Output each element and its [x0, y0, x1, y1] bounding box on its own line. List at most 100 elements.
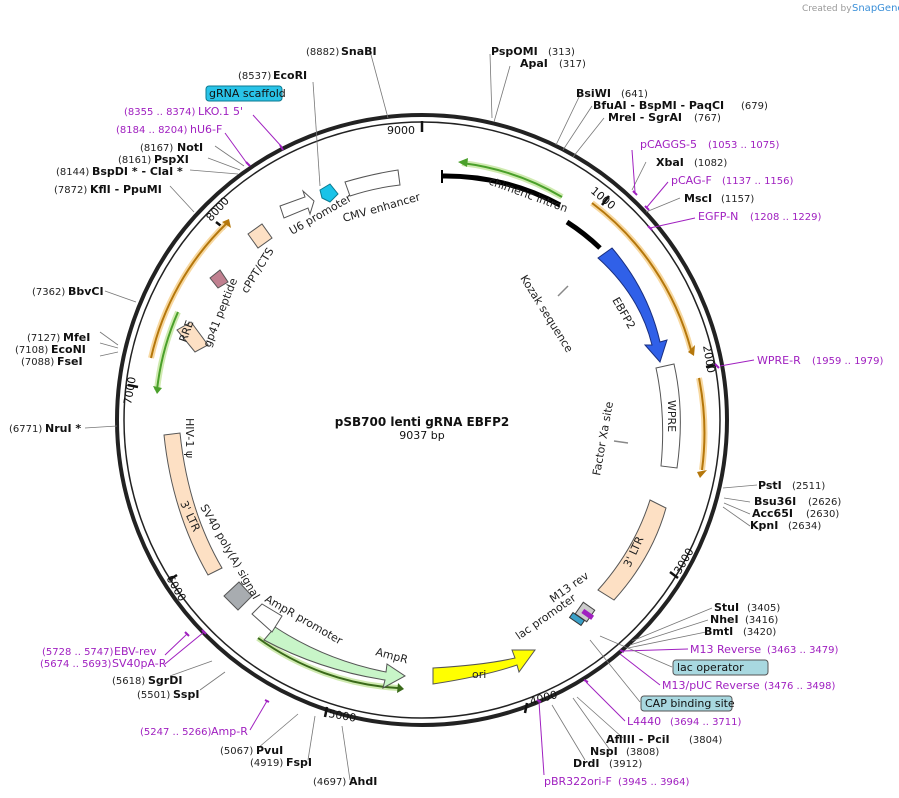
lac-operator-box-label: lac operator	[677, 661, 744, 674]
site-pvui-pos: (5067)	[220, 746, 253, 757]
lko1-leader	[252, 114, 282, 147]
site-sgrdi-name: SgrDI	[148, 674, 182, 687]
orf-arc-orange-right-halo	[590, 200, 694, 351]
primer-pbr322orif-name: pBR322ori-F	[544, 775, 612, 788]
site-mrei-pos: (767)	[694, 113, 721, 124]
created-by-text: Created by	[802, 4, 852, 14]
lac-promoter-label: lac promoter	[513, 591, 579, 642]
primer-l4440-range: (3694 .. 3711)	[670, 717, 742, 728]
ori-label: ori	[472, 668, 486, 681]
site-nrui-name: NruI *	[45, 422, 81, 435]
cppt-cts-feature	[247, 223, 273, 249]
site-bfuai-name: BfuAI - BspMI - PaqCI	[593, 99, 724, 112]
primer-pcagf-name: pCAG-F	[671, 174, 712, 187]
ampr-primer-leader	[249, 700, 268, 731]
site-sspi-pos: (5501)	[137, 690, 170, 701]
site-nrui-pos: (6771)	[9, 424, 42, 435]
cap-binding-site-box	[640, 695, 733, 712]
orf-arc-orange-small	[698, 377, 706, 471]
site-drdi-pos: (3912)	[609, 759, 642, 770]
site-pvui-name: PvuI	[256, 744, 283, 757]
lac-operator-leader	[599, 635, 673, 668]
primer-egfpn-name: EGFP-N	[698, 210, 738, 223]
orf-arrowhead-orange-left	[222, 219, 231, 228]
primer-hu6f-range: (8184 .. 8204)	[116, 125, 188, 136]
site-bfuai-pos: (679)	[741, 101, 768, 112]
site-bmti-name: BmtI	[704, 625, 733, 638]
site-mfei-pos: (7127)	[27, 333, 60, 344]
orf-arrowhead-orange-small	[697, 470, 707, 478]
site-noti-pos: (8167)	[140, 143, 173, 154]
orf-arc-green-top	[461, 162, 563, 198]
site-acc65i-pos: (2630)	[806, 509, 839, 520]
ltr-right-feature	[597, 499, 667, 601]
grna-scaffold-box-label: gRNA scaffold	[209, 87, 286, 100]
site-ecori-pos: (8537)	[238, 71, 271, 82]
pcagf-leader	[646, 181, 669, 208]
site-stui-name: StuI	[714, 601, 739, 614]
primer-egfpn-range: (1208 .. 1229)	[750, 212, 822, 223]
site-kpni-pos: (2634)	[788, 521, 821, 532]
primer-sv40par-name: SV40pA-R	[112, 657, 167, 670]
site-xbai-name: XbaI	[656, 156, 684, 169]
pcaggs5-leader	[631, 149, 636, 193]
site-psti-name: PstI	[758, 479, 782, 492]
site-snabi-name: SnaBI	[341, 45, 377, 58]
tick-label-7000: 7000	[121, 376, 139, 406]
site-nspi-pos: (3808)	[626, 747, 659, 758]
site-fsei-name: FseI	[57, 355, 83, 368]
site-econi-name: EcoNI	[51, 343, 86, 356]
sv40-polya-feature	[223, 581, 253, 611]
primer-wprer-name: WPRE-R	[757, 354, 801, 367]
site-bsiwi-name: BsiWI	[576, 87, 611, 100]
tick-label-5000: 5000	[327, 707, 357, 725]
site-drdi-name: DrdI	[573, 757, 600, 770]
plasmid-size: 9037 bp	[399, 429, 444, 442]
ampr-promoter-feature	[251, 603, 283, 633]
site-msci-name: MscI	[684, 192, 712, 205]
site-pspomi-name: PspOMI	[491, 45, 538, 58]
sv40par-leader	[164, 631, 205, 665]
kozak-label: Kozak sequence	[517, 273, 575, 355]
wpre-label: WPRE	[665, 400, 678, 432]
primer-l4440-name: L4440	[627, 715, 661, 728]
orf-arc-orange-left	[150, 222, 228, 359]
ltr-left-feature	[163, 432, 223, 576]
ebvrev-leader	[164, 633, 188, 656]
site-msci-pos: (1157)	[721, 194, 754, 205]
primer-m13puc-name: M13/pUC Reverse	[662, 679, 760, 692]
factor-xa-label: Factor Xa site	[590, 400, 616, 476]
primer-m13reverse-range: (3463 .. 3479)	[767, 645, 839, 656]
site-bsu36i-pos: (2626)	[808, 497, 841, 508]
site-nspi-name: NspI	[590, 745, 618, 758]
site-apai-name: ApaI	[520, 57, 548, 70]
primer-m13puc-range: (3476 .. 3498)	[764, 681, 836, 692]
site-mrei-name: MreI - SgrAI	[608, 111, 682, 124]
backbone-outer-ring	[115, 113, 729, 727]
hiv-psi-label: HIV-1 ψ	[183, 418, 196, 458]
site-xbai-pos: (1082)	[694, 158, 727, 169]
site-bsu36i-name: Bsu36I	[754, 495, 796, 508]
l4440-leader	[585, 681, 626, 722]
site-pspxi-name: PspXI	[154, 153, 189, 166]
site-fspi-pos: (4919)	[250, 758, 283, 769]
ori-feature	[432, 649, 536, 685]
ampr-feature	[263, 626, 406, 689]
site-acc65i-name: Acc65I	[752, 507, 793, 520]
tick-label-4000: 4000	[528, 688, 558, 708]
snapgene-logo: SnapGene	[852, 3, 899, 14]
kozak-mark	[557, 285, 569, 297]
site-bspdi-name: BspDI * - ClaI *	[92, 165, 183, 178]
site-bspdi-pos: (8144)	[56, 167, 89, 178]
cap-binding-leader	[589, 639, 641, 703]
primer-pcaggs5-name: pCAGGS-5	[640, 138, 697, 151]
site-bsiwi-pos: (641)	[621, 89, 648, 100]
plasmid-name: pSB700 lenti gRNA EBFP2	[335, 415, 509, 429]
site-snabi-pos: (8882)	[306, 47, 339, 58]
site-nhei-name: NheI	[710, 613, 739, 626]
primer-m13reverse-name: M13 Reverse	[690, 643, 761, 656]
wpre-feature	[655, 363, 681, 469]
site-afliii-pos: (3804)	[689, 735, 722, 746]
factor-xa-mark	[613, 440, 629, 444]
